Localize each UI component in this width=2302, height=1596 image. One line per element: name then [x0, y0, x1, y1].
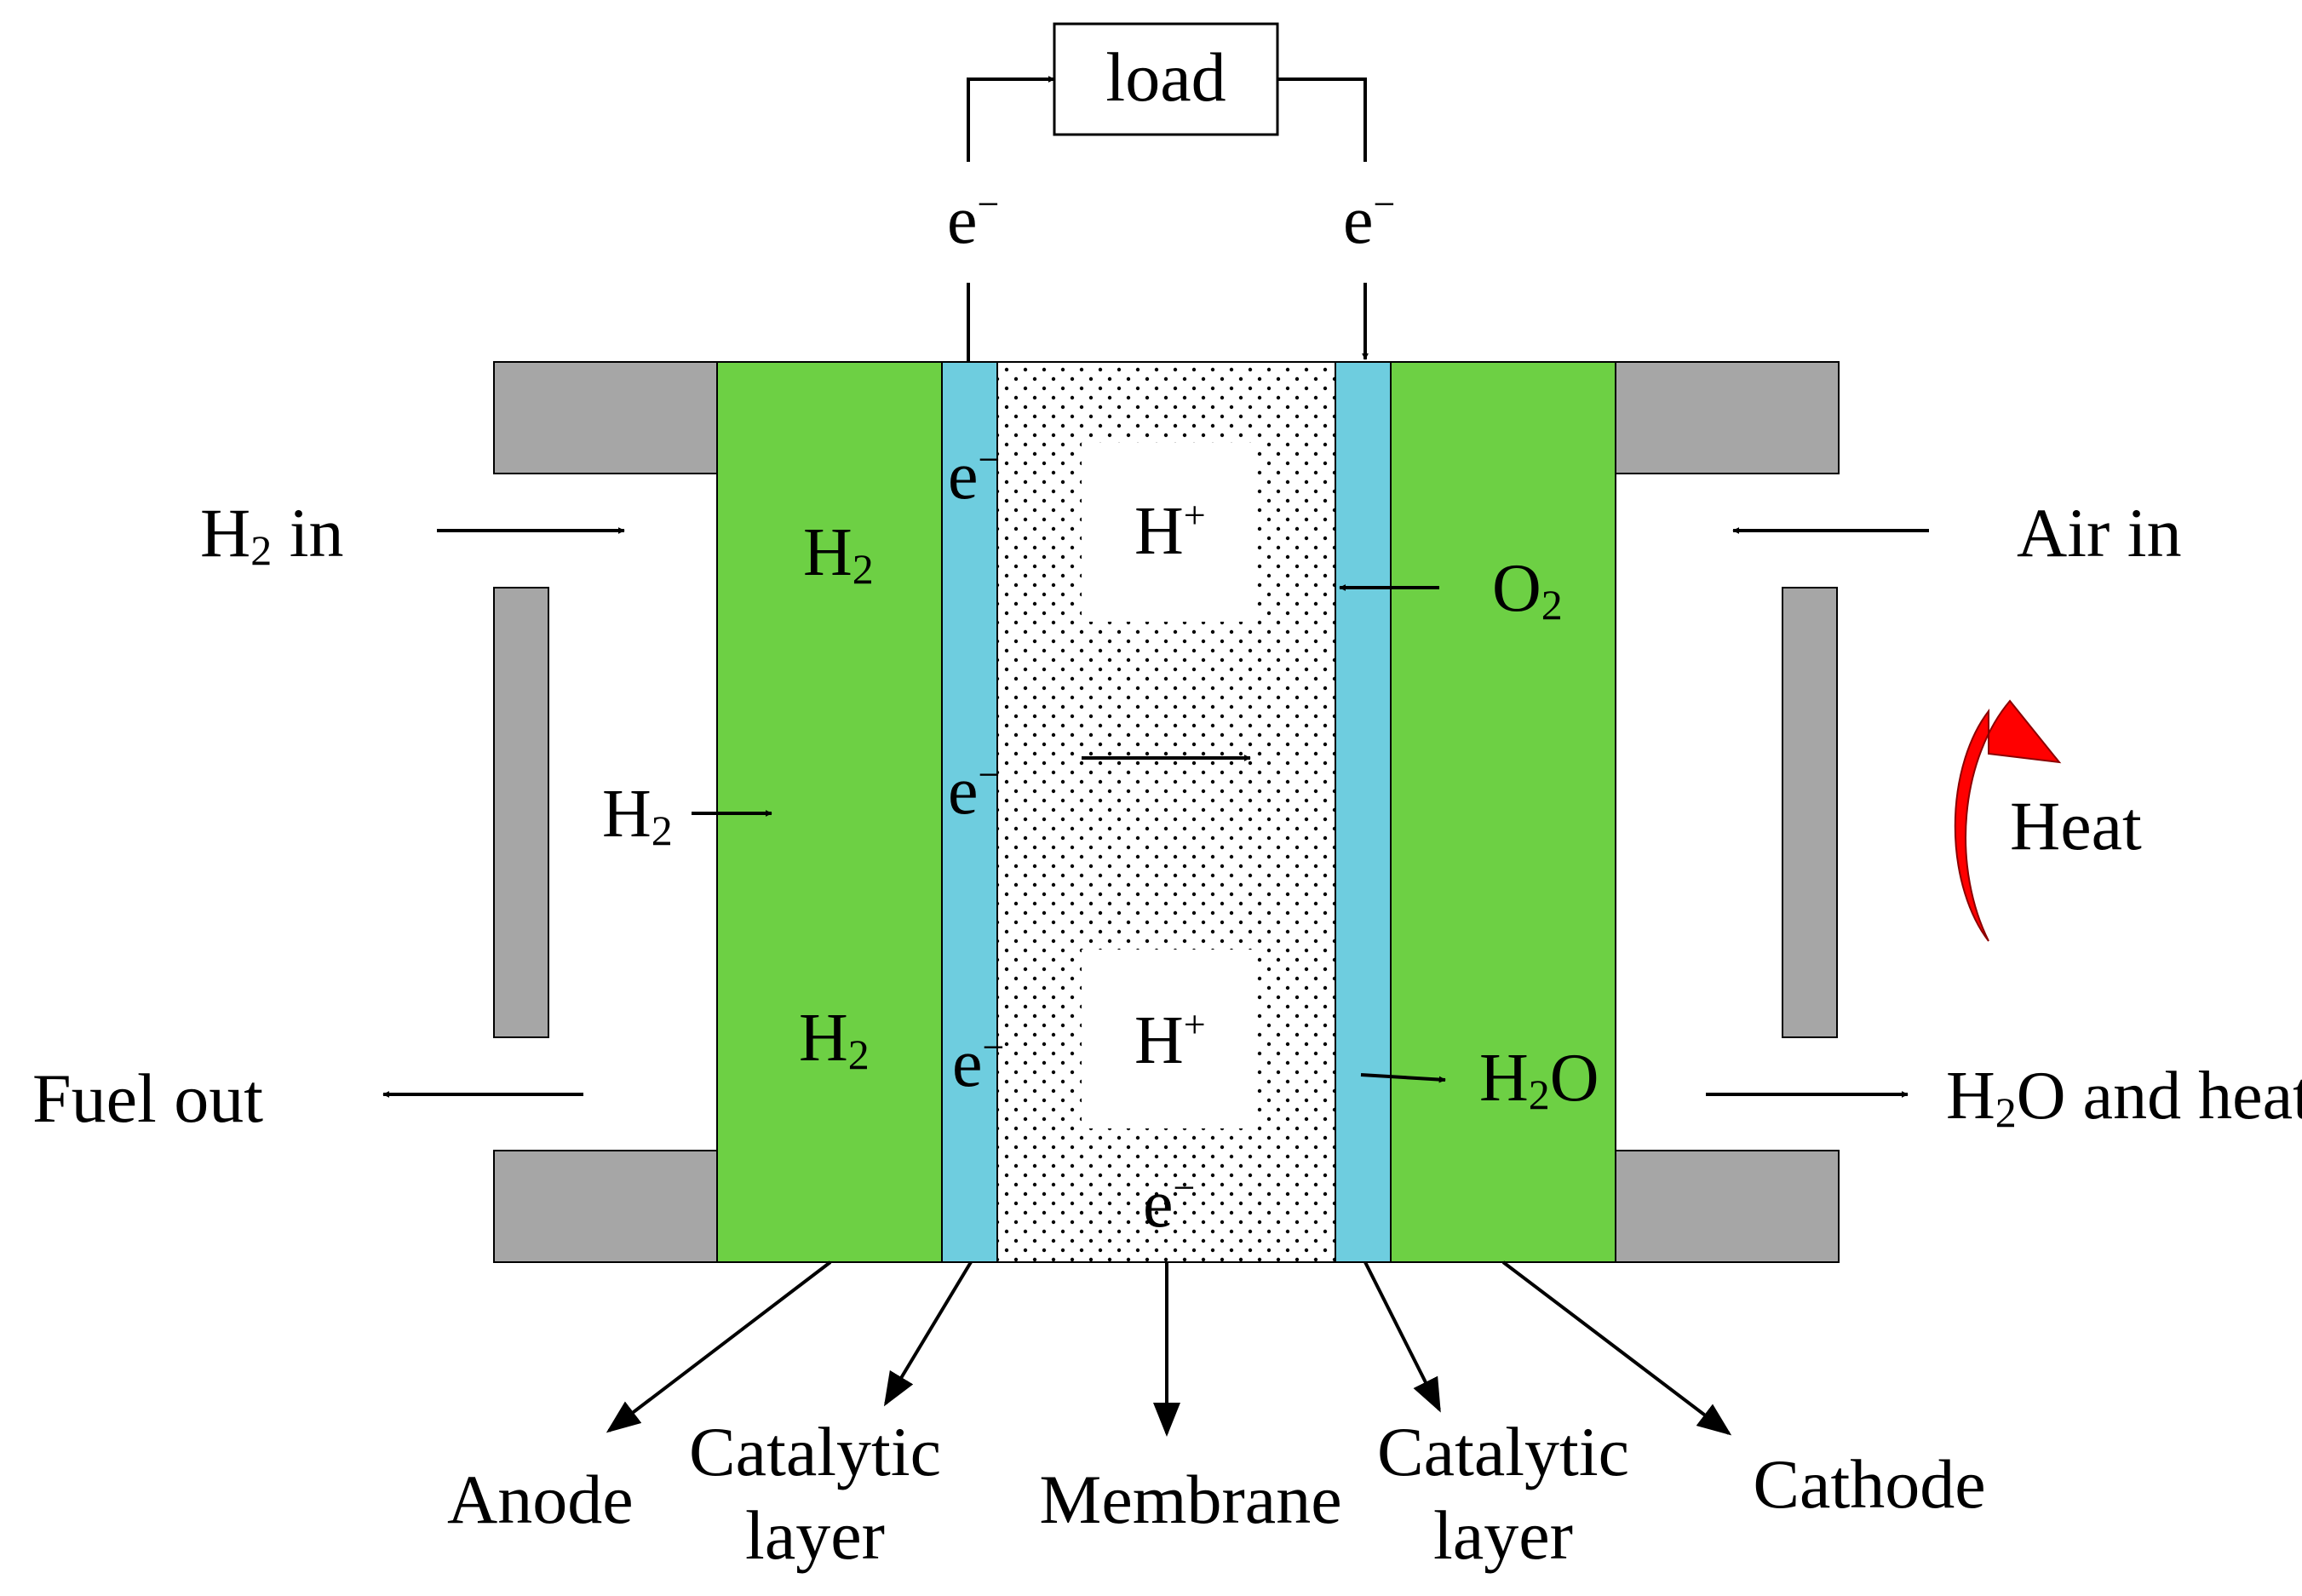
- h2o-label-cathode: H2O: [1479, 1041, 1599, 1118]
- electron-label-layer-3: e−: [952, 1025, 1004, 1101]
- heat-label: Heat: [2010, 787, 2142, 864]
- h2o-formation-arrow: [1360, 1073, 1446, 1083]
- cathode-plate-top: [1615, 361, 1840, 474]
- load-label: load: [1105, 38, 1226, 116]
- h2-label-channel: H2: [602, 777, 673, 854]
- anode-end-plate: [493, 361, 718, 1263]
- load-box: [1053, 22, 1279, 136]
- cathode-leader: [1501, 1260, 1732, 1436]
- anode-leader: [606, 1260, 832, 1433]
- catalytic-right-leader: [1363, 1261, 1441, 1413]
- catalytic-left-leader: [883, 1260, 973, 1407]
- catalytic-left-label-2: layer: [745, 1496, 885, 1574]
- proton-label-top: H+: [1134, 493, 1206, 569]
- electron-label-layer-2: e−: [948, 753, 1000, 829]
- cathode-plate-side: [1782, 587, 1838, 1038]
- circuit-wire-left: [967, 76, 1055, 162]
- membrane-label: Membrane: [1039, 1461, 1341, 1538]
- circuit-wire-right: [1277, 78, 1367, 162]
- proton-label-bottom: H+: [1134, 1002, 1206, 1078]
- heat-icon: [1954, 699, 2062, 942]
- catalytic-right-label-2: layer: [1433, 1496, 1573, 1574]
- proton-box-bottom: [1082, 950, 1256, 1128]
- h2-in-label: H2 in: [200, 494, 344, 574]
- electron-label-top-left: e−: [947, 182, 999, 258]
- h2o-heat-label: H2O and heat: [1946, 1059, 2302, 1136]
- electron-label-layer-1: e−: [948, 438, 1000, 514]
- h2-label-anode-bottom: H2: [799, 1001, 870, 1078]
- proton-box-top: [1082, 443, 1256, 622]
- catalytic-left-label-1: Catalytic: [689, 1413, 941, 1490]
- h2-label-anode-top: H2: [803, 515, 874, 593]
- cathode-label: Cathode: [1753, 1445, 1985, 1523]
- catalytic-right-label-1: Catalytic: [1377, 1413, 1629, 1490]
- anode-plate-bottom: [493, 1150, 718, 1263]
- electron-label-membrane: e−: [1143, 1166, 1195, 1242]
- cathode-end-plate: [1615, 361, 1840, 1263]
- anode-plate-top: [493, 361, 718, 474]
- cathode-electrode: [1390, 361, 1616, 1263]
- anode-label: Anode: [447, 1461, 634, 1538]
- cathode-plate-bottom: [1615, 1150, 1840, 1263]
- air-in-label: Air in: [2017, 494, 2182, 571]
- electron-label-top-right: e−: [1343, 182, 1395, 258]
- fuel-out-label: Fuel out: [32, 1059, 263, 1137]
- catalytic-layer-right: [1335, 361, 1392, 1263]
- anode-plate-side: [493, 587, 549, 1038]
- o2-label: O2: [1492, 551, 1563, 629]
